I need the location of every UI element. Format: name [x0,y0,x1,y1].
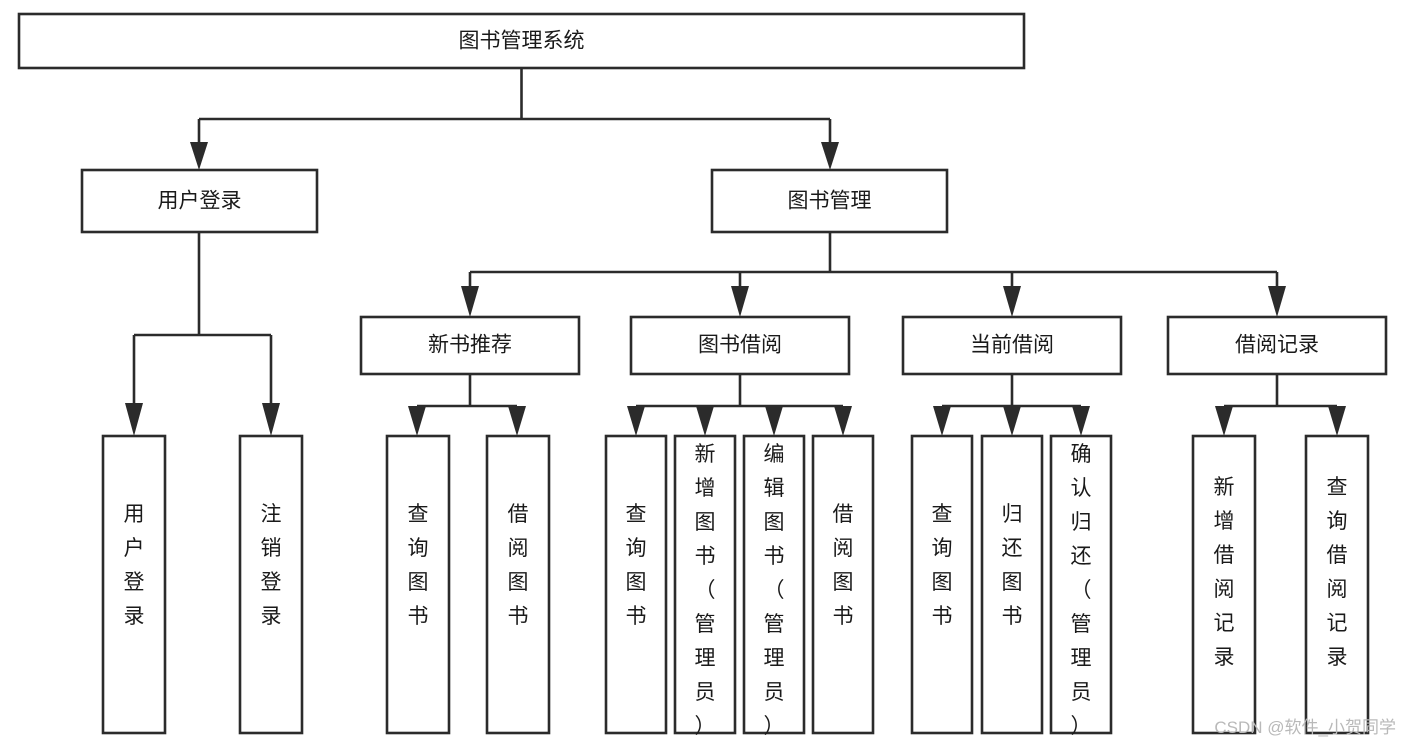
node-leaf-add-book[interactable]: 新增图书（管理员） [673,434,737,738]
node-leaf-user-login[interactable]: 用户登录 [101,434,167,735]
node-leaf-edit-book-label: 编辑图书（管理员） [764,443,785,738]
csdn-watermark: CSDN @软件_小贺同学 [1214,718,1396,737]
arrow-leaf-add-record [1215,406,1233,436]
node-leaf-user-login-label: 用户登录 [124,503,145,628]
node-leaf-borrow-book-1-box[interactable] [485,434,551,735]
arrow-borrow-record [1268,286,1286,317]
arrow-current-borrow [1003,286,1021,317]
node-root-label: 图书管理系统 [459,30,585,53]
node-new-book-recommend[interactable]: 新书推荐 [359,315,581,376]
node-leaf-return-book-box[interactable] [980,434,1044,735]
node-current-borrow-box[interactable] [901,315,1123,376]
node-book-management-box[interactable] [710,168,949,234]
node-leaf-query-record-label: 查询借阅记录 [1327,476,1348,669]
arrow-leaf-query-record [1328,406,1346,436]
node-leaf-logout-login-box[interactable] [238,434,304,735]
node-leaf-query-book-3-label: 查询图书 [932,503,953,628]
node-leaf-borrow-book-2-box[interactable] [811,434,875,735]
node-leaf-return-book[interactable]: 归还图书 [980,434,1044,735]
node-leaf-logout-login-label: 注销登录 [261,503,282,628]
node-root[interactable]: 图书管理系统 [17,12,1026,70]
node-current-borrow[interactable]: 当前借阅 [901,315,1123,376]
node-borrow-record[interactable]: 借阅记录 [1166,315,1388,376]
node-leaf-add-book-label: 新增图书（管理员） [695,443,716,738]
arrow-leaf-edit-book [765,406,783,436]
node-borrow-record-label: 借阅记录 [1235,334,1319,357]
node-book-borrow-label: 图书借阅 [698,334,782,357]
node-leaf-query-book-2[interactable]: 查询图书 [604,434,668,735]
node-leaf-confirm-return-box[interactable] [1049,434,1113,735]
node-leaf-borrow-book-2-label: 借阅图书 [833,503,854,628]
node-book-borrow-box[interactable] [629,315,851,376]
node-leaf-add-record-label: 新增借阅记录 [1214,476,1235,669]
arrow-user-login [190,142,208,170]
node-leaf-user-login-box[interactable] [101,434,167,735]
node-leaf-edit-book[interactable]: 编辑图书（管理员） [742,434,806,738]
node-user-login-box[interactable] [80,168,319,234]
node-borrow-record-box[interactable] [1166,315,1388,376]
node-leaf-logout-login[interactable]: 注销登录 [238,434,304,735]
node-leaf-borrow-book-2[interactable]: 借阅图书 [811,434,875,735]
arrow-leaf-logout-login [262,403,280,436]
node-leaf-query-record-box[interactable] [1304,434,1370,735]
node-leaf-borrow-book-1[interactable]: 借阅图书 [485,434,551,735]
node-new-book-recommend-box[interactable] [359,315,581,376]
node-leaf-edit-book-box[interactable] [742,434,806,735]
node-leaf-confirm-return-label: 确认归还（管理员） [1071,443,1092,738]
node-leaf-add-record-box[interactable] [1191,434,1257,735]
node-leaf-query-book-1-label: 查询图书 [408,503,429,628]
node-book-management[interactable]: 图书管理 [710,168,949,234]
arrow-leaf-query-book-1 [408,406,426,436]
arrow-leaf-query-book-2 [627,406,645,436]
arrow-leaf-confirm-return [1072,406,1090,436]
node-user-login[interactable]: 用户登录 [80,168,319,234]
node-book-management-label: 图书管理 [788,190,872,213]
node-leaf-add-book-box[interactable] [673,434,737,735]
arrow-leaf-add-book [696,406,714,436]
node-new-book-recommend-label: 新书推荐 [428,334,512,357]
node-leaf-query-book-3[interactable]: 查询图书 [910,434,974,735]
node-root-box[interactable] [17,12,1026,70]
node-current-borrow-label: 当前借阅 [970,334,1054,357]
node-leaf-query-book-1-box[interactable] [385,434,451,735]
node-user-login-label: 用户登录 [158,190,242,213]
node-leaf-query-record[interactable]: 查询借阅记录 [1304,434,1370,735]
node-leaf-confirm-return[interactable]: 确认归还（管理员） [1049,434,1113,738]
arrow-book-management [821,142,839,170]
arrow-leaf-borrow-book-2 [834,406,852,436]
node-leaf-query-book-3-box[interactable] [910,434,974,735]
arrow-book-borrow [731,286,749,317]
connector-layer [125,68,1346,436]
node-leaf-query-book-1[interactable]: 查询图书 [385,434,451,735]
arrow-leaf-return-book [1003,406,1021,436]
node-leaf-query-book-2-label: 查询图书 [626,503,647,628]
node-leaf-return-book-label: 归还图书 [1002,503,1023,628]
arrow-new-book-recommend [461,286,479,317]
arrow-leaf-query-book-3 [933,406,951,436]
node-leaf-borrow-book-1-label: 借阅图书 [508,503,529,628]
arrow-leaf-user-login [125,403,143,436]
node-leaf-query-book-2-box[interactable] [604,434,668,735]
node-book-borrow[interactable]: 图书借阅 [629,315,851,376]
node-leaf-add-record[interactable]: 新增借阅记录 [1191,434,1257,735]
arrow-leaf-borrow-book-1 [508,406,526,436]
